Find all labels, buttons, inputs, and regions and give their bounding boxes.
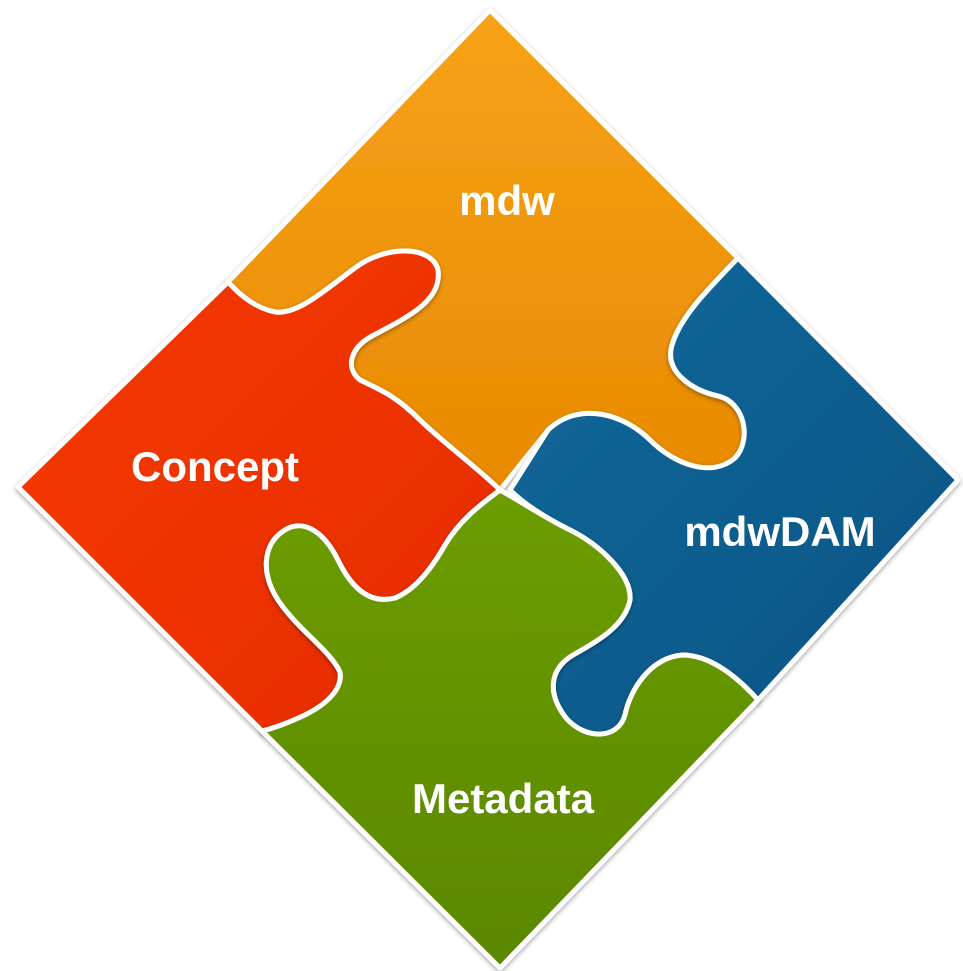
label-concept: Concept: [131, 443, 299, 490]
label-metadata: Metadata: [412, 775, 595, 822]
puzzle-piece-bottom: [259, 487, 761, 971]
label-mdw: mdw: [459, 177, 555, 224]
label-mdwdam: mdwDAM: [684, 508, 875, 555]
